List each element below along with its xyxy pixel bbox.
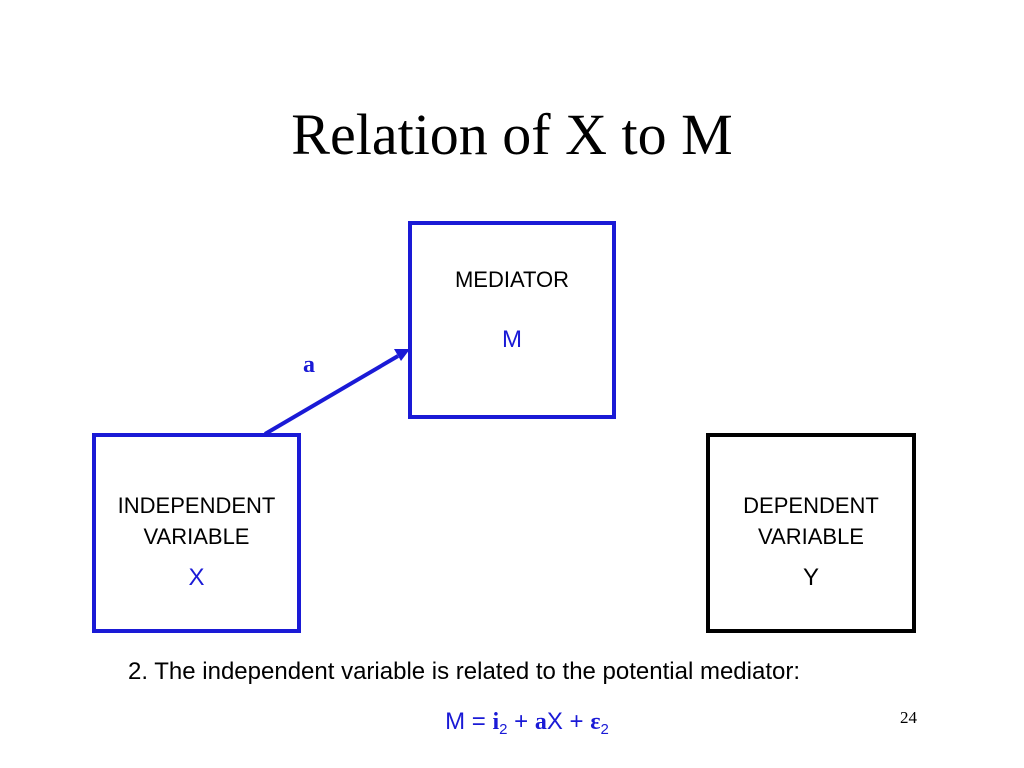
path-a-label: a — [303, 352, 315, 378]
dependent-variable-symbol: Y — [802, 564, 819, 591]
equation-intercept: i — [492, 709, 500, 735]
regression-equation: M = i2 + aX + ε2 — [0, 706, 1024, 738]
mediator-variable: M — [502, 326, 522, 353]
independent-label-line-1: INDEPENDENT — [117, 493, 276, 518]
dependent-variable-label: DEPENDENT VARIABLE — [710, 490, 912, 552]
equation-plus-1: + — [507, 708, 535, 735]
dependent-label-line-2: VARIABLE — [758, 524, 864, 549]
dependent-variable-box: DEPENDENT VARIABLE Y — [706, 433, 916, 633]
equation-error: ε — [590, 709, 601, 735]
equation-error-subscript: 2 — [600, 721, 609, 738]
slide-title: Relation of X to M — [291, 102, 733, 167]
independent-variable-box: INDEPENDENT VARIABLE X — [92, 433, 301, 633]
independent-variable-label: INDEPENDENT VARIABLE — [96, 490, 297, 552]
equation-coefficient: a — [534, 709, 547, 735]
arrowhead-icon — [394, 349, 410, 361]
mediator-label: MEDIATOR — [454, 267, 570, 292]
dependent-label-line-1: DEPENDENT — [743, 493, 879, 518]
equation-intercept-subscript: 2 — [499, 721, 508, 738]
independent-label-line-2: VARIABLE — [143, 524, 250, 549]
mediator-box: MEDIATOR M — [408, 221, 616, 419]
equation-variable: X — [546, 708, 563, 735]
independent-variable-symbol: X — [188, 564, 205, 591]
equation-lhs: M = — [445, 708, 493, 735]
caption-text: 2. The independent variable is related t… — [128, 658, 800, 685]
equation-plus-2: + — [562, 708, 591, 735]
page-number: 24 — [900, 708, 917, 727]
path-a-line — [263, 354, 400, 436]
